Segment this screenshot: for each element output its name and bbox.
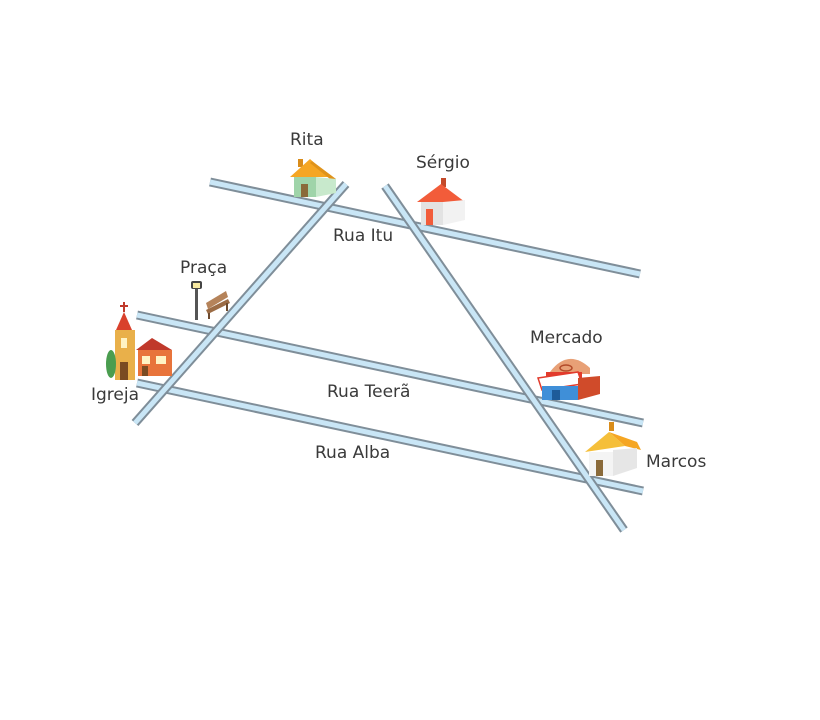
street-rua-alba xyxy=(136,378,644,496)
street-label-rua-alba: Rua Alba xyxy=(315,443,390,463)
street-label-rua-teera: Rua Teerã xyxy=(327,382,410,402)
place-label-rita: Rita xyxy=(290,130,324,150)
place-label-sergio: Sérgio xyxy=(416,153,470,173)
roads-layer xyxy=(131,177,644,533)
rita-house-icon xyxy=(290,159,336,197)
place-label-igreja: Igreja xyxy=(91,385,139,405)
igreja-church-icon xyxy=(106,302,172,380)
street-label-rua-itu: Rua Itu xyxy=(333,226,393,246)
marcos-house-icon xyxy=(585,422,641,476)
street-rua-itu xyxy=(209,177,641,279)
place-label-marcos: Marcos xyxy=(646,452,706,472)
place-label-praca: Praça xyxy=(180,258,227,278)
street-diagonal-east xyxy=(381,183,628,533)
praca-bench-with-lamp-icon xyxy=(191,281,230,320)
mercado-market-icon xyxy=(537,358,600,400)
sergio-house-icon xyxy=(417,178,465,225)
place-label-mercado: Mercado xyxy=(530,328,603,348)
street-diagonal-west xyxy=(131,181,350,426)
street-rua-teera xyxy=(136,310,644,428)
